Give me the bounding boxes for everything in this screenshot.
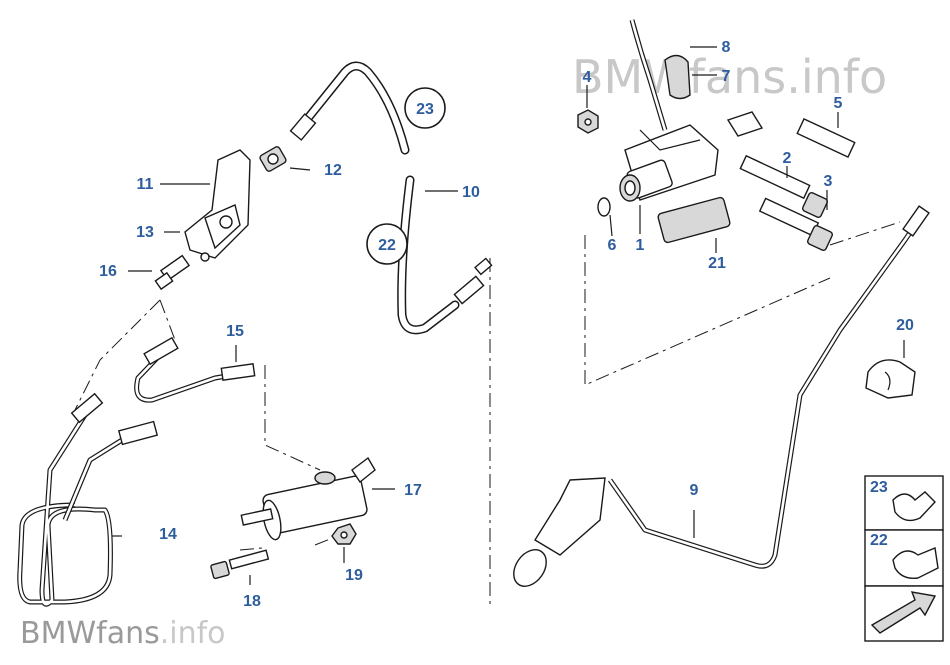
legend-panel: 23 22 (864, 475, 944, 642)
fitting-16 (154, 254, 191, 291)
callout-1: 1 (636, 237, 645, 254)
pipe-9 (513, 205, 930, 587)
legend-item-23-label: 23 (870, 479, 888, 496)
callout-20: 20 (896, 317, 914, 334)
callout-10: 10 (462, 184, 480, 201)
callout-9: 9 (690, 482, 699, 499)
cap-7 (664, 54, 691, 100)
construction-lines (74, 221, 901, 605)
push-rod-8 (629, 19, 668, 131)
callout-2: 2 (783, 150, 792, 167)
callout-8: 8 (722, 39, 731, 56)
ring-6 (597, 197, 611, 217)
callout-7: 7 (722, 68, 731, 85)
slave-cylinder-17 (240, 456, 376, 541)
watermark-suffix: .info (160, 616, 226, 651)
bolt-3 (758, 197, 834, 252)
callout-12: 12 (324, 162, 342, 179)
master-cylinder-1 (619, 124, 719, 202)
nut-12 (259, 146, 287, 172)
bracket-11 (184, 149, 251, 262)
callout-3: 3 (824, 173, 833, 190)
clip-20 (865, 359, 916, 399)
watermark-brand: BMWfans (20, 616, 160, 651)
callout-4: 4 (583, 69, 592, 86)
callout-13: 13 (136, 224, 154, 241)
callout-15: 15 (226, 323, 244, 340)
callout-6: 6 (608, 237, 617, 254)
bolt-18 (210, 549, 270, 580)
circled-ref-22-label: 22 (378, 237, 396, 254)
svg-text:BMWfans.info: BMWfans.info (20, 616, 226, 651)
watermark-bottom-left: BMWfans.info (20, 616, 226, 651)
callout-16: 16 (99, 263, 117, 280)
callout-numbers: 1 2 3 4 5 6 7 8 9 10 11 12 13 14 15 16 1… (99, 39, 914, 610)
seal-21 (657, 196, 731, 244)
callout-19: 19 (345, 567, 363, 584)
callout-14: 14 (159, 526, 177, 543)
circled-ref-22: 22 (366, 223, 408, 265)
callout-18: 18 (243, 593, 261, 610)
circled-ref-23: 23 (404, 87, 446, 129)
leader-lines (112, 46, 905, 585)
legend-item-22-label: 22 (870, 532, 888, 549)
circled-ref-23-label: 23 (416, 101, 434, 118)
callout-5: 5 (834, 95, 843, 112)
pipe-15 (134, 336, 256, 403)
legend-clip-22-icon (892, 547, 939, 579)
callout-17: 17 (404, 482, 422, 499)
nut-19 (331, 523, 357, 545)
clevis-5 (726, 111, 856, 159)
legend-clip-23-icon (892, 491, 936, 522)
nut-4 (577, 109, 599, 134)
callout-21: 21 (708, 255, 726, 272)
bolt-2 (739, 154, 829, 219)
callout-11: 11 (137, 176, 154, 193)
pipe-14 (17, 392, 159, 607)
watermark-top-right: BMWfans.info (572, 50, 887, 104)
arrow-icon (870, 591, 937, 634)
clutch-hose-10 (289, 61, 493, 335)
